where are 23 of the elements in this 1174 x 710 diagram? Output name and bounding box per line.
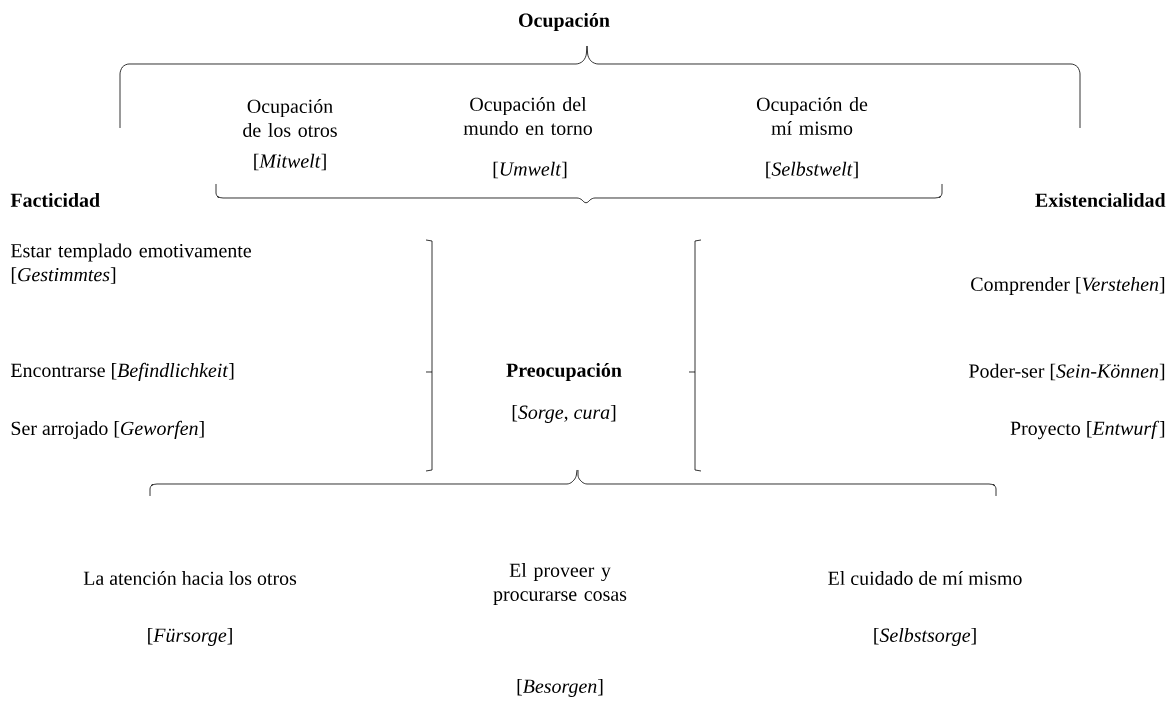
label-text: Existencialidad bbox=[1035, 193, 1166, 207]
label-text: [Umwelt] bbox=[493, 161, 567, 179]
label-text: El proveer y procurarse cosas bbox=[493, 563, 627, 605]
label-text: Comprender [Verstehen] bbox=[971, 276, 1165, 295]
label-text: Estar templado emotivamente [Gestimmtes] bbox=[11, 243, 251, 284]
label-text: [Sorge, cura] bbox=[512, 404, 616, 423]
label-text: Facticidad bbox=[10, 193, 100, 207]
label-text: [Besorgen] bbox=[517, 678, 603, 697]
heading: Ocupación bbox=[519, 12, 610, 31]
label-text: [Selbstsorge] bbox=[874, 627, 976, 646]
label-text: Ocupación de mí mismo bbox=[756, 97, 868, 135]
label-text: [Fürsorge] bbox=[148, 627, 232, 646]
label-text: [Selbstwelt] bbox=[766, 161, 858, 179]
label-text: Ocupación del mundo en torno bbox=[463, 97, 592, 135]
label-text: Preocupación bbox=[506, 362, 622, 381]
label-text: Ocupación de los otros bbox=[243, 99, 337, 137]
label-text: Encontrarse [Befindlichkeit] bbox=[11, 362, 234, 382]
label-text: Poder-ser [Sein-Können] bbox=[969, 363, 1165, 381]
label-text: El cuidado de mí mismo bbox=[828, 570, 1022, 585]
label-text: [Mitwelt] bbox=[254, 153, 326, 171]
label-text: Proyecto [Entwurf] bbox=[1010, 420, 1165, 440]
label-text: Ser arrojado [Geworfen] bbox=[11, 420, 204, 440]
label-text: La atención hacia los otros bbox=[83, 570, 297, 585]
